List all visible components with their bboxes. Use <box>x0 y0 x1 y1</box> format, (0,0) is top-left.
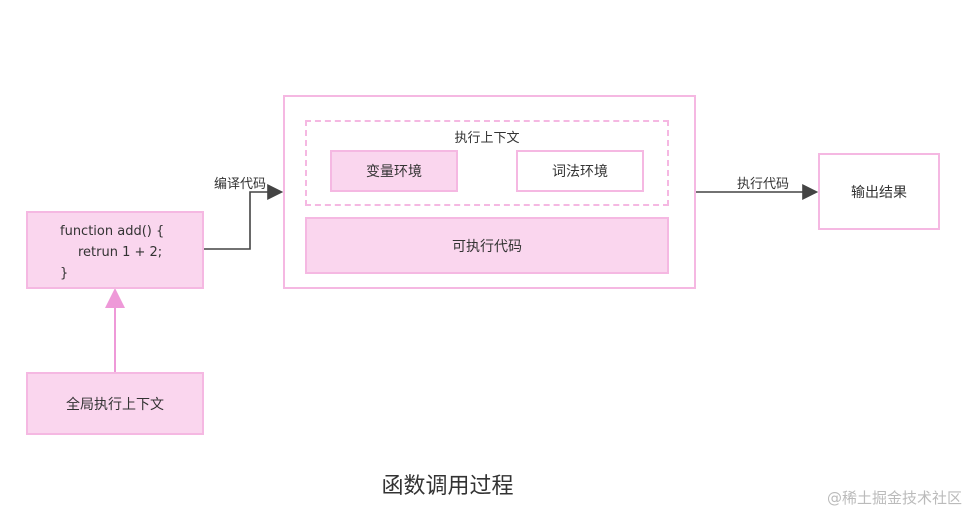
variable-environment-label: 变量环境 <box>366 164 422 180</box>
global-execution-context-box: 全局执行上下文 <box>26 372 204 435</box>
code-line-1: function add() { <box>60 224 165 239</box>
diagram-caption: 函数调用过程 <box>381 474 514 499</box>
output-result-box: 输出结果 <box>818 153 940 230</box>
variable-environment-box: 变量环境 <box>330 150 458 192</box>
function-code-box: function add() { retrun 1 + 2; } <box>26 211 204 289</box>
lexical-environment-box: 词法环境 <box>516 150 644 192</box>
executable-code-box: 可执行代码 <box>305 217 669 274</box>
execute-code-label: 执行代码 <box>737 177 790 192</box>
compile-code-label: 编译代码 <box>214 177 267 192</box>
code-line-2: retrun 1 + 2; <box>78 245 163 260</box>
global-execution-context-label: 全局执行上下文 <box>66 396 164 413</box>
execution-context-label: 执行上下文 <box>454 131 520 146</box>
executable-code-label: 可执行代码 <box>452 238 522 255</box>
compile-arrow <box>204 184 284 250</box>
code-lines: function add() { retrun 1 + 2; } <box>60 221 164 284</box>
code-line-3: } <box>60 266 69 281</box>
lexical-environment-label: 词法环境 <box>552 164 608 180</box>
output-result-label: 输出结果 <box>851 184 907 201</box>
watermark: @稀土掘金技术社区 <box>826 489 962 507</box>
execution-context-group <box>305 120 669 206</box>
